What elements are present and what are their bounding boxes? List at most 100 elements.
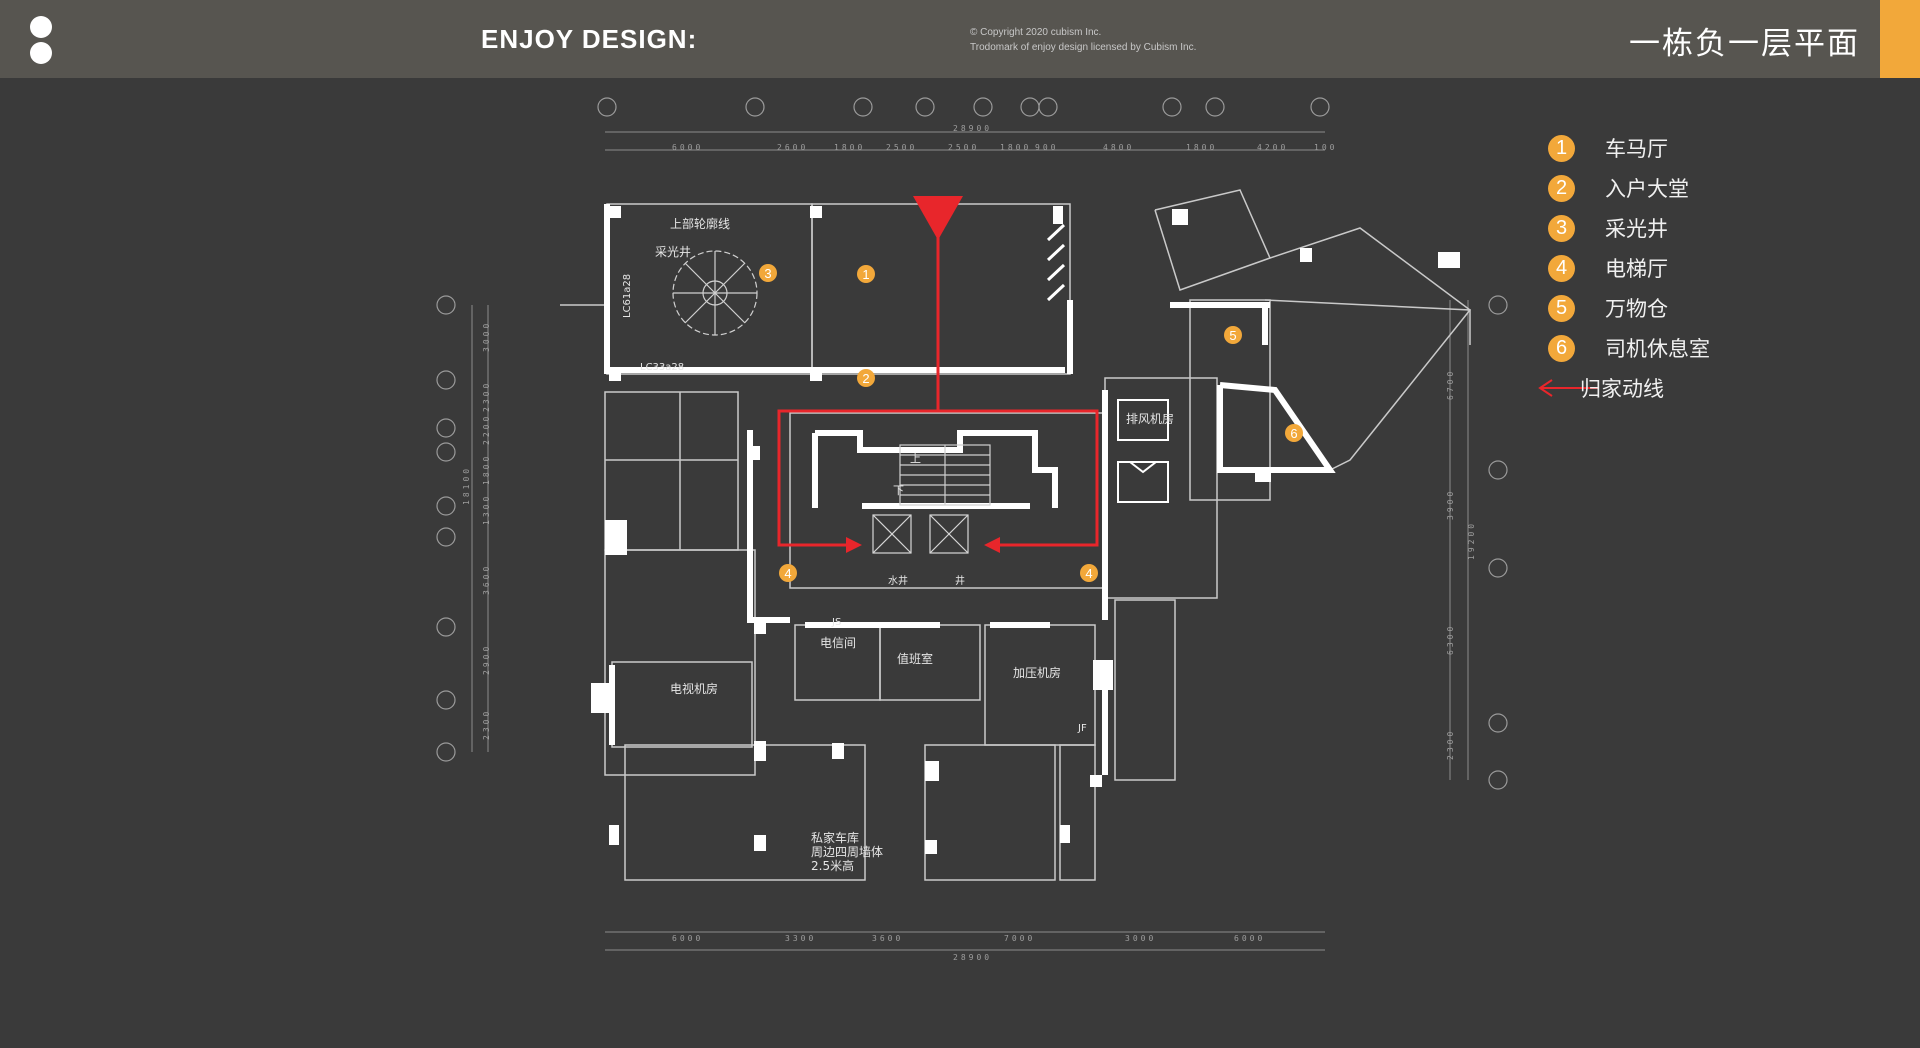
label-water-well: 水井 — [888, 574, 908, 587]
legend-badge: 6 — [1548, 334, 1575, 362]
legend-item-3: 3 采光井 — [1548, 208, 1710, 248]
svg-text:4: 4 — [1085, 566, 1092, 581]
label-telecom-room: 电信间 — [820, 636, 856, 650]
legend-label: 采光井 — [1605, 217, 1668, 241]
dim-top-8: 1800 — [1186, 143, 1217, 152]
dim-top-10: 100 — [1314, 143, 1337, 152]
dim-left-5: 3600 — [482, 564, 491, 595]
dim-top-4: 2500 — [948, 143, 979, 152]
label-duty-room: 值班室 — [897, 651, 933, 666]
svg-text:5: 5 — [1229, 328, 1236, 343]
legend-item-5: 5 万物仓 — [1548, 288, 1710, 328]
route-arrowhead-right-icon — [846, 537, 862, 553]
tree-icon — [672, 250, 758, 336]
legend-badge: 5 — [1548, 294, 1575, 322]
copyright-line-2: Trodomark of enjoy design licensed by Cu… — [970, 42, 1197, 53]
dim-left-1: 2300 — [482, 381, 491, 412]
label-pressure-room: 加压机房 — [1013, 665, 1061, 680]
page-title: 一栋负一层平面 — [1629, 26, 1860, 62]
label-garage-1: 私家车库 — [811, 830, 859, 845]
arrow-left-icon — [1538, 379, 1598, 397]
label-js: JS — [831, 617, 841, 628]
label-stair-down: 下 — [893, 484, 904, 497]
dim-right-2: 6300 — [1446, 624, 1455, 655]
route-arrowhead-left-icon — [984, 537, 1000, 553]
dim-top-0: 6000 — [672, 143, 703, 152]
dim-right-total: 19200 — [1467, 521, 1476, 560]
label-lc1: LC61a28 — [622, 274, 633, 318]
columns — [591, 206, 1460, 854]
label-garage-2: 周边四周墙体 — [811, 845, 883, 859]
dim-right-3: 2300 — [1446, 729, 1455, 760]
legend-label: 电梯厅 — [1605, 257, 1668, 281]
copyright-text: © Copyright 2020 cubism Inc. Trodomark o… — [970, 25, 1196, 55]
label-well: 井 — [955, 574, 965, 587]
dim-left-7: 2300 — [482, 709, 491, 740]
dim-top-5: 1800 — [1000, 143, 1031, 152]
dim-left-6: 2900 — [482, 644, 491, 675]
header-bar: ENJOY DESIGN: © Copyright 2020 cubism In… — [0, 0, 1920, 78]
dim-bottom-4: 3000 — [1125, 934, 1156, 943]
dim-bottom-5: 6000 — [1234, 934, 1265, 943]
label-exhaust-room: 排风机房 — [1126, 411, 1174, 426]
legend-label: 万物仓 — [1605, 297, 1668, 321]
legend-item-4: 4 电梯厅 — [1548, 248, 1710, 288]
dim-bottom-1: 3300 — [785, 934, 816, 943]
legend-badge: 3 — [1548, 214, 1575, 242]
brand-logo: ENJOY DESIGN: — [481, 24, 698, 54]
svg-text:1: 1 — [862, 267, 869, 282]
dim-left-0: 3000 — [482, 321, 491, 352]
legend-badge: 2 — [1548, 174, 1575, 202]
stair — [899, 444, 991, 506]
dim-bottom-2: 3600 — [872, 934, 903, 943]
label-lightwell: 采光井 — [655, 245, 691, 259]
home-route — [777, 215, 1099, 547]
label-garage-3: 2.5米高 — [811, 858, 854, 873]
dim-left-2: 2200 — [482, 414, 491, 445]
legend-item-6: 6 司机休息室 — [1548, 328, 1710, 368]
legend-badge: 4 — [1548, 254, 1575, 282]
dim-left-3: 1800 — [482, 454, 491, 485]
legend: 1 车马厅 2 入户大堂 3 采光井 4 电梯厅 5 万物仓 6 司机休息室 归… — [1538, 128, 1710, 408]
accent-bar — [1880, 0, 1920, 78]
legend-badge: 1 — [1548, 134, 1575, 162]
label-jf: JF — [1077, 723, 1087, 734]
plan-markers: 3 1 2 4 4 5 6 — [759, 264, 1303, 582]
label-stair-up: 上 — [910, 452, 921, 465]
elevators — [872, 514, 969, 554]
dim-left-total: 18100 — [462, 466, 471, 505]
dim-right-0: 6700 — [1446, 369, 1455, 400]
legend-item-route: 归家动线 — [1538, 368, 1710, 408]
label-lc2: LC33a28 — [640, 362, 684, 373]
dim-right-1: 3900 — [1446, 489, 1455, 520]
dim-top-2: 1800 — [834, 143, 865, 152]
floor-plan-drawing: 3 1 2 4 4 5 6 上部轮廓线 采光井 LC33a28 排风机房 电信间… — [436, 97, 1508, 962]
legend-label: 入户大堂 — [1605, 177, 1689, 201]
label-outline-upper: 上部轮廓线 — [670, 216, 730, 231]
dim-bottom-total: 28900 — [953, 953, 992, 962]
copyright-line-1: © Copyright 2020 cubism Inc. — [970, 27, 1102, 38]
legend-item-2: 2 入户大堂 — [1548, 168, 1710, 208]
dimension-lines — [471, 131, 1469, 951]
logo-dots-icon — [30, 16, 52, 64]
dim-top-6: 900 — [1035, 143, 1058, 152]
legend-label: 车马厅 — [1605, 137, 1668, 161]
legend-item-1: 1 车马厅 — [1548, 128, 1710, 168]
dim-top-3: 2500 — [886, 143, 917, 152]
legend-label: 司机休息室 — [1605, 337, 1710, 361]
grid-axis-bubbles — [436, 97, 1508, 790]
label-tv-room: 电视机房 — [670, 681, 718, 696]
dim-top-1: 2600 — [777, 143, 808, 152]
entry-arrow-icon — [913, 196, 963, 240]
dim-bottom-3: 7000 — [1004, 934, 1035, 943]
svg-text:3: 3 — [764, 266, 771, 281]
svg-text:6: 6 — [1290, 426, 1297, 441]
svg-text:4: 4 — [784, 566, 791, 581]
svg-text:2: 2 — [862, 371, 869, 386]
dim-top-7: 4800 — [1103, 143, 1134, 152]
dim-left-4: 1300 — [482, 494, 491, 525]
walls-thick — [604, 204, 1336, 775]
dim-top-total: 28900 — [953, 124, 992, 133]
dim-bottom-0: 6000 — [672, 934, 703, 943]
dim-top-9: 4200 — [1257, 143, 1288, 152]
